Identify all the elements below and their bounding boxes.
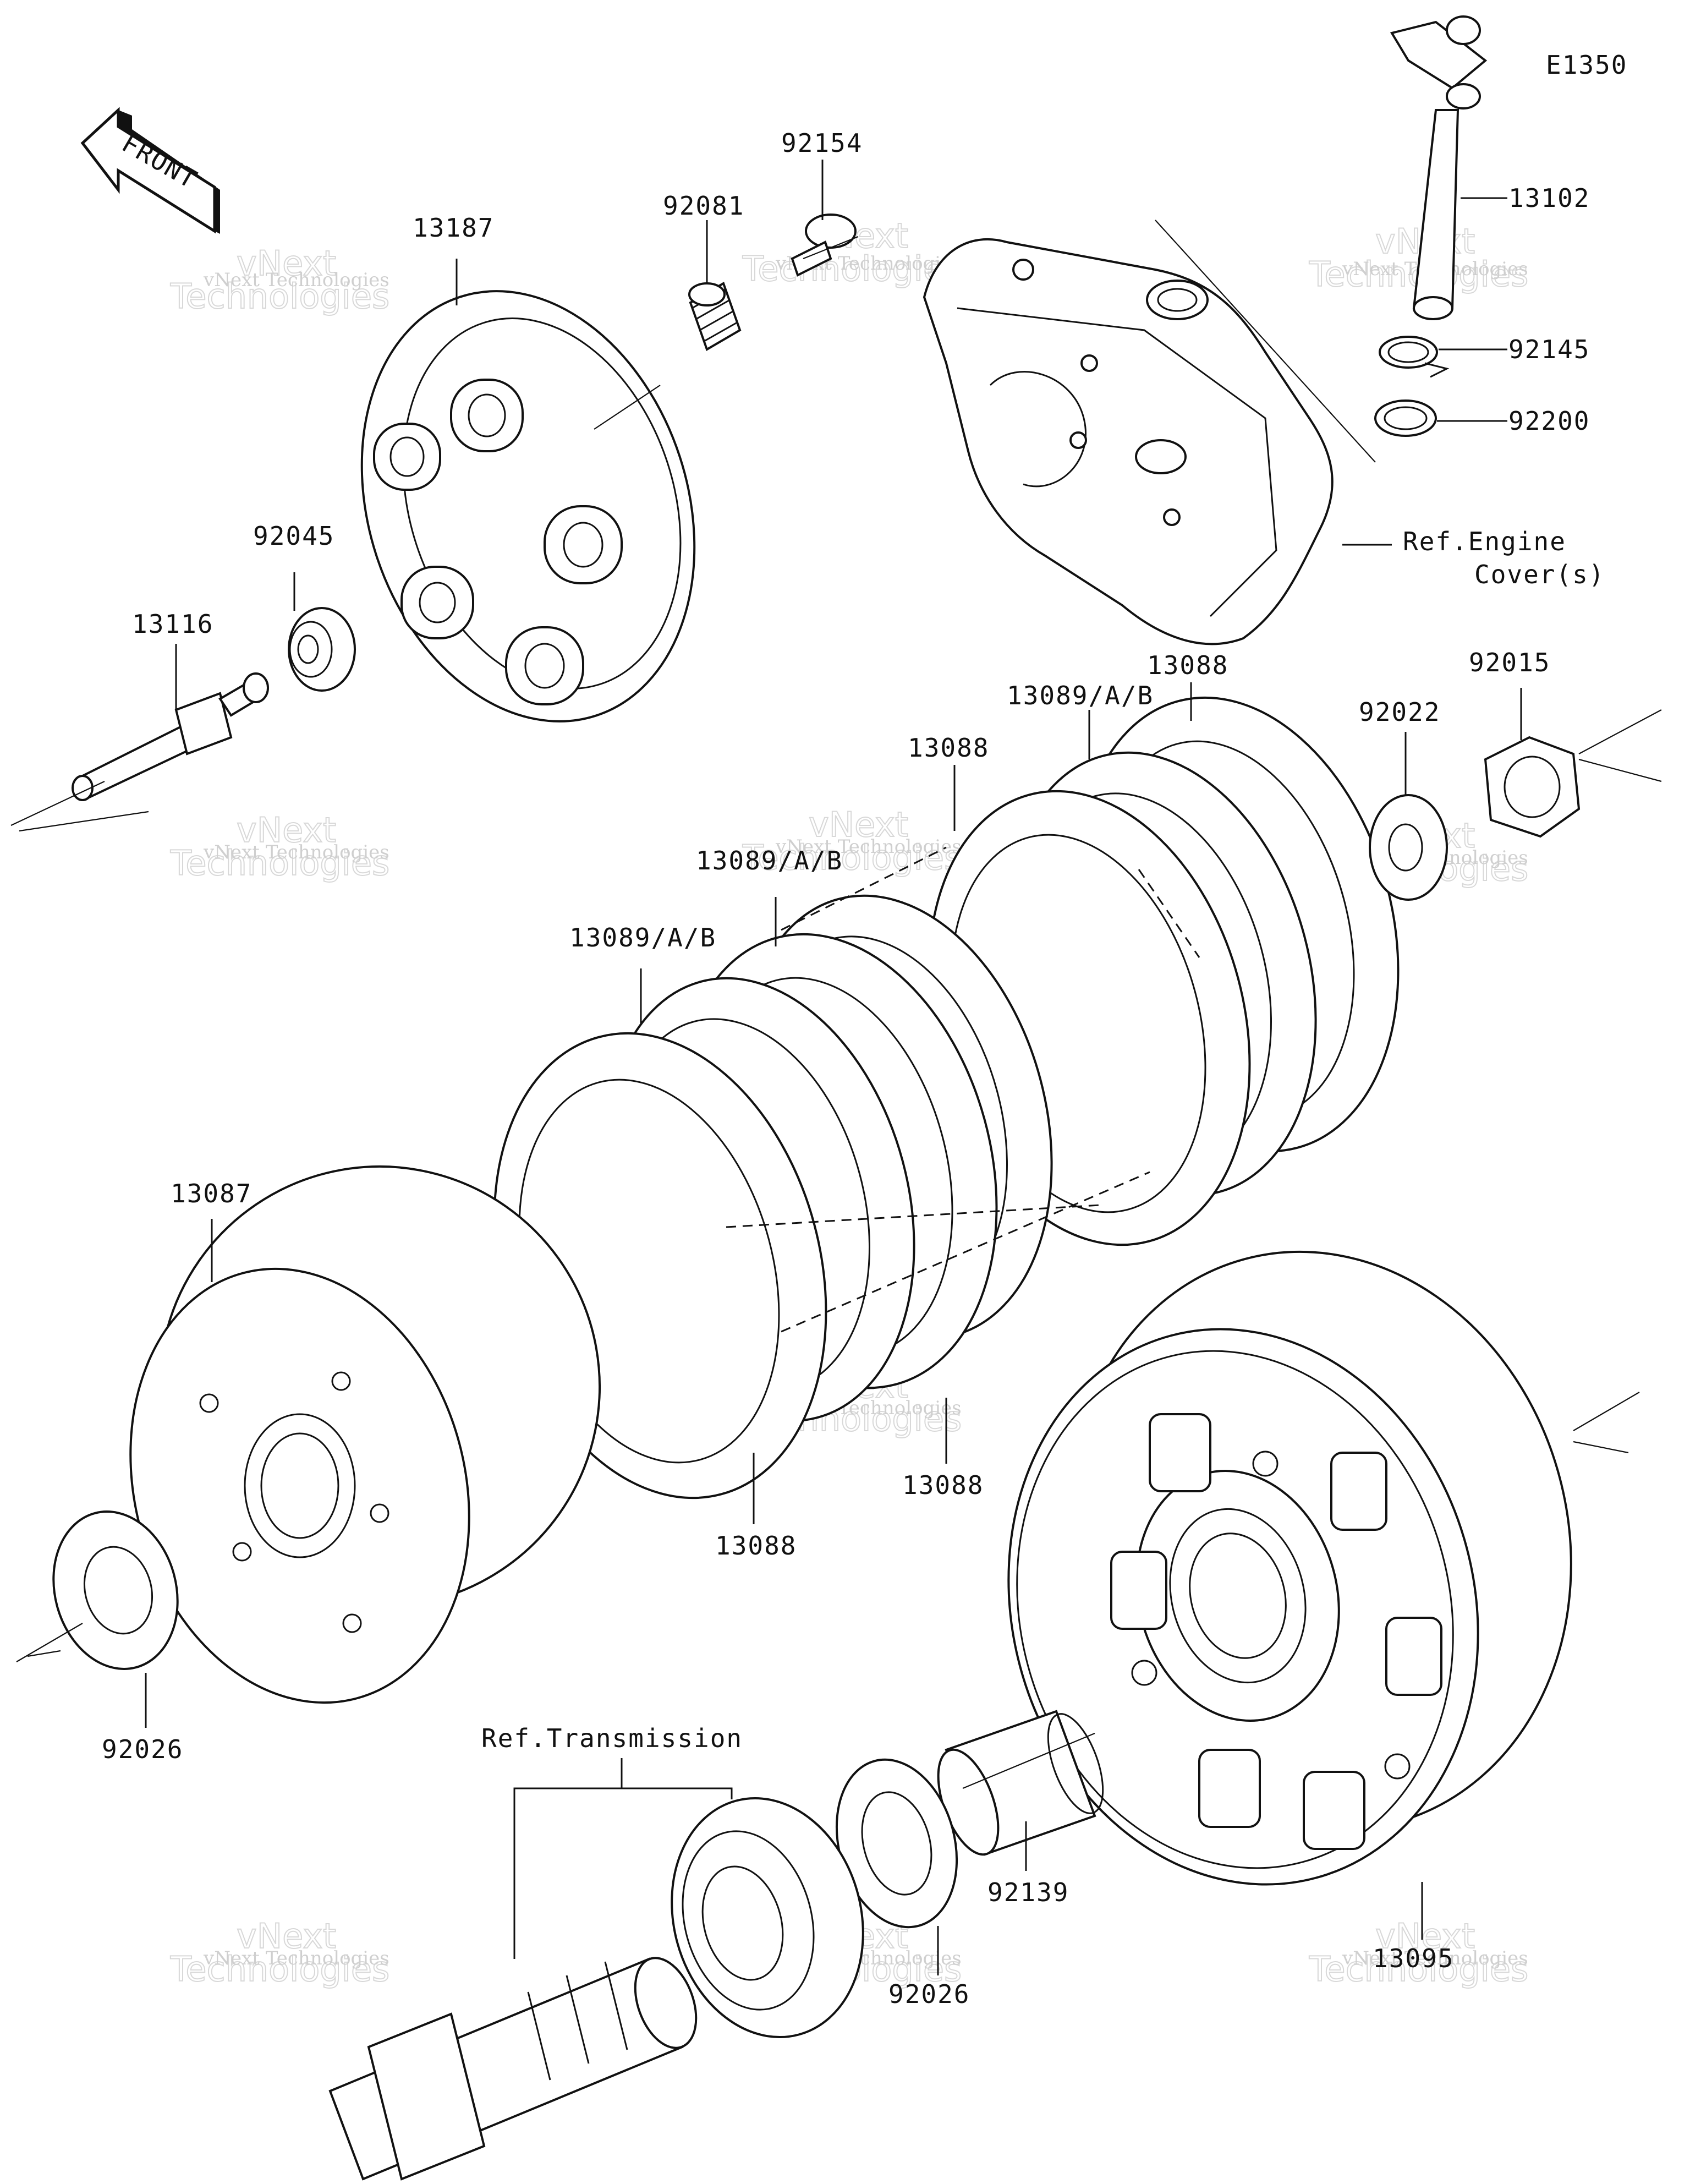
part-13116-push-rod — [72, 672, 269, 801]
part-label-13116: 13116 — [132, 609, 213, 639]
part-label-92015: 92015 — [1469, 648, 1550, 677]
part-label-13088-mid: 13088 — [908, 733, 989, 763]
svg-text:vNext: vNext — [1375, 1916, 1475, 1956]
diagram-code: E1350 — [1546, 50, 1627, 80]
svg-text:vNext: vNext — [809, 804, 908, 845]
part-92154-bolt — [791, 214, 857, 277]
clutch-plate-stack — [493, 696, 1400, 1499]
part-13102-release-shaft — [1390, 15, 1488, 320]
part-label-13089-3: 13089/A/B — [569, 923, 716, 953]
watermark: Technologies vNext vNext Technologies — [1308, 1915, 1529, 1990]
svg-text:Technologies: Technologies — [1309, 1949, 1528, 1989]
part-92026-washer-left — [52, 1510, 179, 1670]
part-label-13089-2: 13089/A/B — [696, 846, 843, 875]
ref-transmission: Ref.Transmission — [481, 1723, 743, 1753]
part-label-13088-lower: 13088 — [902, 1470, 984, 1500]
part-label-13087: 13087 — [171, 1179, 252, 1208]
part-label-92026-center: 92026 — [888, 1979, 970, 2009]
part-label-92139: 92139 — [987, 1878, 1069, 1907]
part-label-13089-1: 13089/A/B — [1007, 681, 1154, 710]
part-label-13088-top: 13088 — [1147, 650, 1228, 680]
part-labels: 13102 92145 92200 92154 92081 13187 9204… — [102, 128, 1590, 2009]
part-label-92045: 92045 — [253, 521, 334, 551]
part-92022-washer — [1369, 794, 1448, 901]
part-92139-sleeve — [937, 1710, 1104, 1856]
svg-text:vNext Technologies: vNext Technologies — [1342, 1947, 1528, 1969]
transmission-bearing — [671, 1797, 864, 2039]
watermark: Technologies vNext vNext Technologies — [169, 243, 390, 317]
part-13087-clutch-hub — [129, 1165, 601, 1704]
part-label-13088-bottom: 13088 — [715, 1531, 797, 1561]
part-13187-pressure-plate — [360, 290, 696, 722]
front-direction-arrow-icon: FRONT — [80, 107, 220, 234]
svg-text:Technologies: Technologies — [170, 276, 389, 316]
ref-engine-cover-line2: Cover(s) — [1474, 560, 1605, 589]
svg-text:vNext: vNext — [237, 1916, 336, 1956]
part-label-13187: 13187 — [413, 213, 494, 243]
svg-text:vNext Technologies: vNext Technologies — [203, 841, 389, 863]
part-label-92026-left: 92026 — [102, 1734, 183, 1764]
part-label-13095: 13095 — [1373, 1944, 1454, 1973]
part-13095-clutch-housing — [1007, 1250, 1572, 1886]
transmission-shaft — [328, 1957, 698, 2181]
part-label-92200: 92200 — [1508, 406, 1590, 436]
part-label-92145: 92145 — [1508, 335, 1590, 364]
watermark: Technologies vNext vNext Technologies — [742, 804, 962, 878]
part-92200-washer — [1374, 399, 1437, 437]
watermark: Technologies vNext vNext Technologies — [169, 1915, 390, 1990]
svg-text:vNext Technologies: vNext Technologies — [203, 1947, 389, 1969]
svg-text:vNext Technologies: vNext Technologies — [203, 269, 389, 291]
svg-text:Technologies: Technologies — [170, 843, 389, 883]
svg-text:vNext: vNext — [237, 243, 336, 283]
part-label-92154: 92154 — [781, 128, 863, 158]
svg-text:vNext Technologies: vNext Technologies — [775, 836, 962, 858]
svg-text:Technologies: Technologies — [742, 249, 962, 289]
svg-text:Technologies: Technologies — [742, 838, 962, 878]
leader-lines — [10, 160, 1662, 1975]
part-label-13102: 13102 — [1508, 183, 1590, 213]
part-92145-circlip — [1379, 336, 1450, 378]
part-label-92081: 92081 — [663, 191, 744, 221]
ref-engine-cover-line1: Ref.Engine — [1403, 527, 1566, 556]
reference-labels: Ref.Engine Cover(s) Ref.Transmission — [481, 527, 1605, 1753]
part-92081-spring — [688, 282, 742, 351]
svg-text:vNext: vNext — [237, 810, 336, 850]
svg-text:Technologies: Technologies — [170, 1949, 389, 1989]
part-label-92022: 92022 — [1359, 697, 1440, 727]
part-92045-bearing — [288, 607, 356, 692]
engine-cover — [923, 238, 1334, 645]
part-92015-nut — [1484, 736, 1581, 838]
watermark: Technologies vNext vNext Technologies — [169, 809, 390, 884]
